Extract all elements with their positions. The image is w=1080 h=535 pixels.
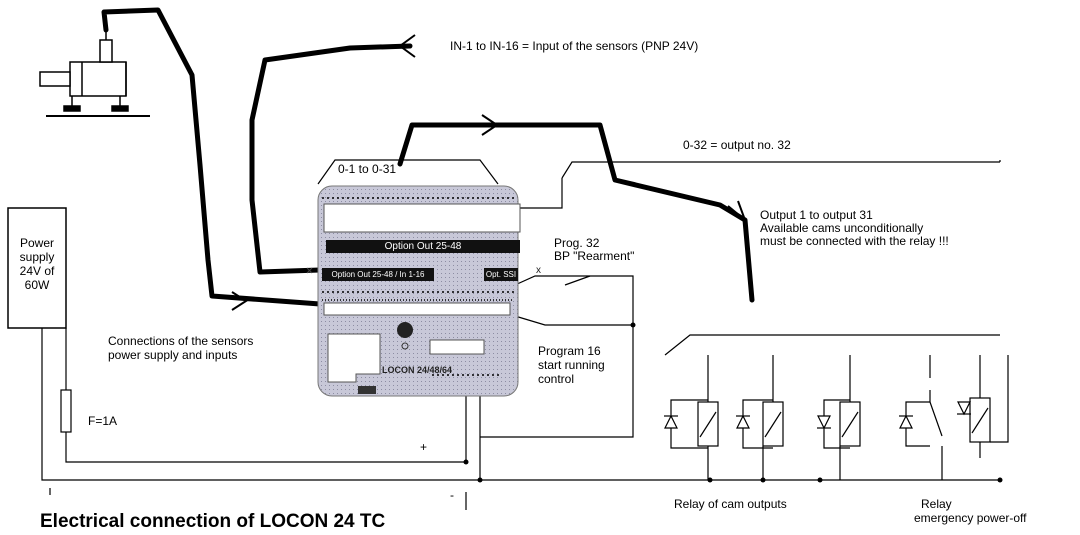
- prog32-line1: Prog. 32: [554, 236, 600, 250]
- relay-group-cam: [664, 355, 861, 480]
- thin-wires: [41, 159, 1001, 510]
- output1-31-line1: Output 1 to output 31: [760, 208, 873, 222]
- device-band-top: Option Out 25-48: [326, 240, 520, 253]
- prog32-line2: BP "Rearment": [554, 249, 635, 263]
- sensors-line1: Connections of the sensors: [108, 334, 254, 348]
- power-supply-line3: 24V of: [19, 264, 55, 278]
- device-name: LOCON 24/48/64: [382, 365, 453, 375]
- power-supply-line1: Power: [19, 236, 54, 250]
- prog16-line1: Program 16: [538, 344, 601, 358]
- power-supply-label: Power supply 24V of 60W: [12, 236, 62, 292]
- locon-device: [317, 185, 521, 397]
- relay-emergency-line1: Relay: [921, 497, 952, 511]
- plus-label: +: [420, 440, 428, 454]
- page-title: Electrical connection of LOCON 24 TC: [40, 511, 386, 532]
- power-supply-line2: supply: [19, 250, 55, 264]
- encoder-cable: [101, 7, 323, 307]
- output1-31-line3: must be connected with the relay !!!: [760, 234, 949, 248]
- device-band-right: Opt. SSI: [484, 268, 518, 281]
- relay-cam-label: Relay of cam outputs: [674, 497, 787, 511]
- minus-label: -: [450, 488, 454, 502]
- relay-emergency: [899, 355, 1009, 480]
- output1-31-line2: Available cams unconditionally: [760, 221, 924, 235]
- prog16-line2: start running: [538, 358, 605, 372]
- output32-label: 0-32 = output no. 32: [683, 138, 791, 152]
- fuse-label: F=1A: [88, 414, 118, 428]
- relay-1: [664, 355, 719, 480]
- relay-3: [817, 355, 861, 480]
- relay-2: [736, 355, 784, 480]
- junction-dots: [463, 322, 1003, 483]
- prog16-line3: control: [538, 372, 575, 386]
- arrow-heads: [231, 34, 748, 311]
- sensors-line2: power supply and inputs: [108, 348, 238, 362]
- relay-emergency-line2: emergency power-off: [914, 511, 1027, 525]
- power-supply-box: [7, 207, 67, 329]
- fuse: [60, 389, 72, 433]
- power-supply-line4: 60W: [24, 278, 50, 292]
- inputs-label: IN-1 to IN-16 = Input of the sensors (PN…: [450, 39, 699, 53]
- outputs-range-label: 0-1 to 0-31: [338, 162, 397, 176]
- motor-icon: [39, 30, 150, 117]
- device-x-mark: x: [536, 265, 541, 276]
- device-band-left: Option Out 25-48 / In 1-16: [322, 268, 434, 281]
- sensor-input-cable: [249, 43, 413, 275]
